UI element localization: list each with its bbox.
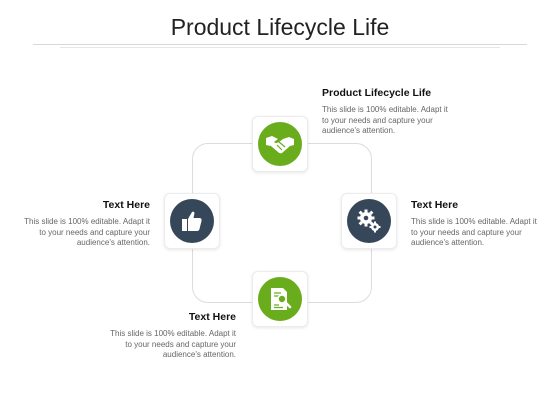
item-right-heading: Text Here <box>411 199 459 211</box>
item-right-body: This slide is 100% editable. Adapt it to… <box>411 217 537 247</box>
node-left-circle <box>170 199 214 243</box>
item-top-heading: Product Lifecycle Life <box>322 87 432 99</box>
item-left-text: Text Here This slide is 100% editable. A… <box>20 199 150 249</box>
document-search-icon <box>271 288 292 310</box>
item-top-text: Product Lifecycle Life This slide is 100… <box>322 87 452 137</box>
gears-icon <box>357 209 381 233</box>
item-top-body: This slide is 100% editable. Adapt it to… <box>322 105 448 135</box>
thumbs-up-icon <box>182 211 202 231</box>
node-bottom <box>252 271 308 327</box>
node-bottom-circle <box>258 277 302 321</box>
item-bottom-body: This slide is 100% editable. Adapt it to… <box>110 329 236 359</box>
node-left <box>164 193 220 249</box>
item-left-heading: Text Here <box>102 199 150 211</box>
node-right <box>341 193 397 249</box>
title-divider <box>33 44 527 45</box>
title-divider-secondary <box>60 47 500 48</box>
item-right-text: Text Here This slide is 100% editable. A… <box>411 199 541 249</box>
item-bottom-heading: Text Here <box>188 311 236 323</box>
handshake-icon <box>266 136 294 154</box>
node-top <box>252 116 308 172</box>
item-left-body: This slide is 100% editable. Adapt it to… <box>24 217 150 247</box>
node-right-circle <box>347 199 391 243</box>
item-bottom-text: Text Here This slide is 100% editable. A… <box>106 311 236 361</box>
node-top-circle <box>258 122 302 166</box>
slide-title: Product Lifecycle Life <box>170 14 390 40</box>
